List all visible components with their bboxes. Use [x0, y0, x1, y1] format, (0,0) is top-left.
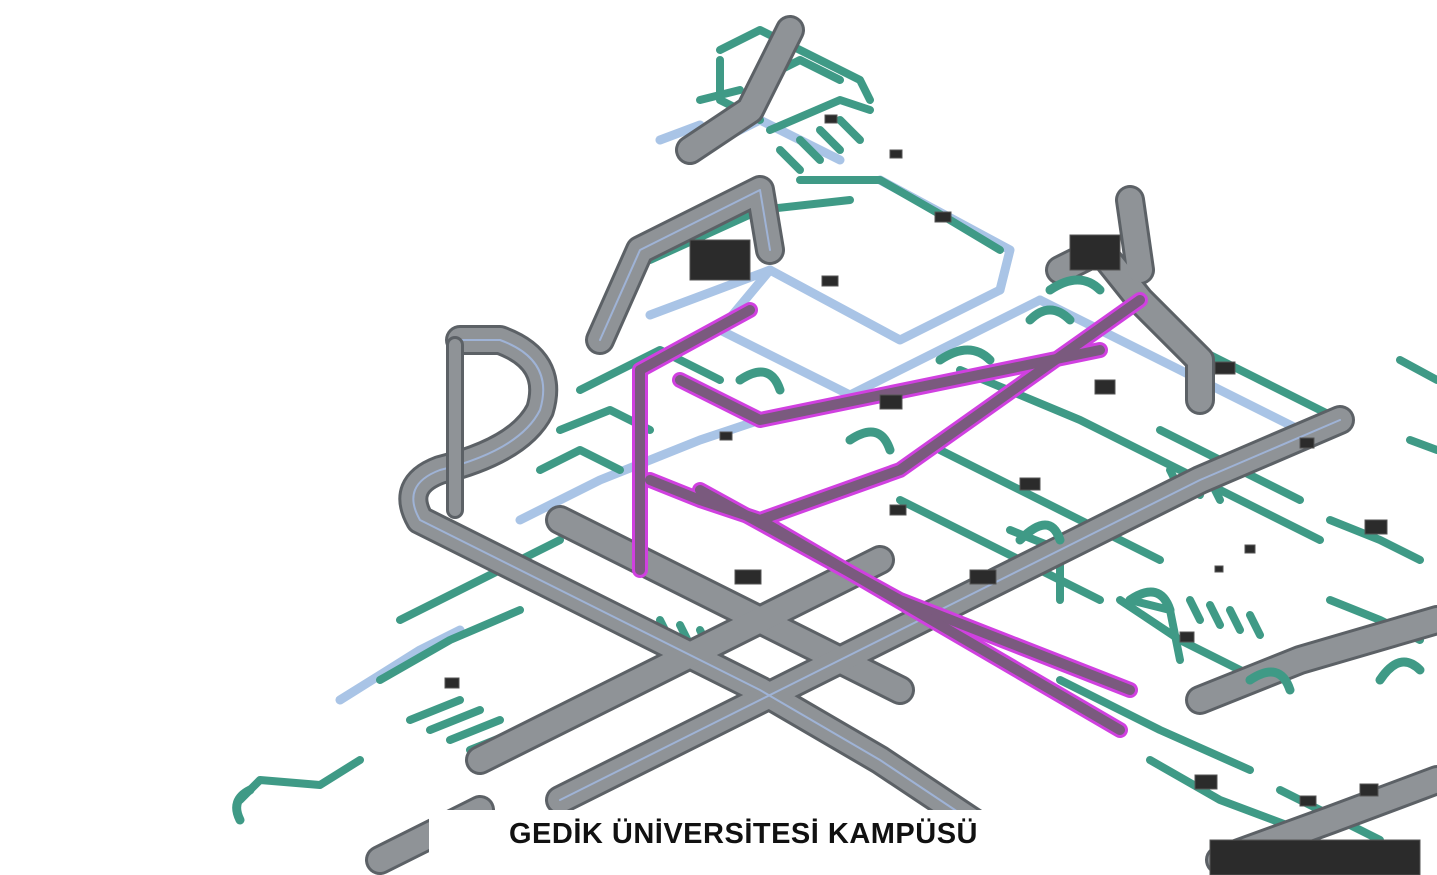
flex-duct-bends-layer	[232, 275, 1425, 825]
equipment-layer	[444, 114, 1421, 875]
main-duct-layer	[365, 15, 1437, 875]
project-title: GEDİK ÜNİVERSİTESİ KAMPÜSÜ	[509, 818, 978, 850]
caption-banner: GEDİK ÜNİVERSİTESİ KAMPÜSÜ	[429, 810, 1058, 875]
magenta-duct-layer	[632, 292, 1148, 738]
